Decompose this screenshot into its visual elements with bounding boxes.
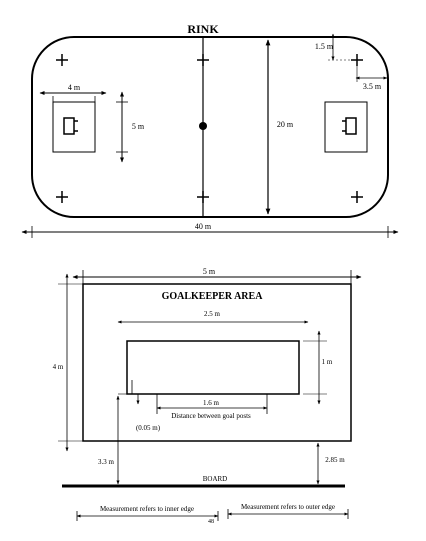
dimension-3-5m-label: 3.5 m (363, 82, 382, 91)
goal-area-inner-rect (126, 340, 300, 395)
small-offset-dimension (131, 380, 140, 405)
inner-edge-note: Measurement refers to inner edge (100, 505, 194, 513)
goal-area-title: GOALKEEPER AREA (162, 291, 264, 302)
goal-area-height-label: 4 m (53, 363, 64, 371)
goal-area-width-dimension (72, 270, 362, 284)
dimension-20m-label: 20 m (277, 120, 294, 129)
goal-area-width-label: 5 m (203, 267, 216, 276)
dimension-1-5m-label: 1.5 m (315, 42, 334, 51)
post-distance-dimension (156, 394, 268, 414)
goal-area-height-dimension (58, 273, 83, 452)
dimension-3-5m (355, 66, 388, 82)
right-goalkeeper-area (324, 101, 368, 153)
inner-width-label: 2.5 m (204, 310, 221, 318)
outer-edge-note: Measurement refers to outer edge (241, 503, 335, 511)
outer-edge-note-arrow (227, 509, 349, 519)
dimension-5m-label: 5 m (132, 122, 145, 131)
left-board-label: 3.3 m (98, 458, 115, 466)
small-offset-label: (0.05 m) (136, 424, 161, 432)
page-number: 48 (208, 519, 214, 525)
rink-title: RINK (187, 22, 219, 36)
dimension-4m-label: 4 m (68, 83, 81, 92)
faceoff-cross (56, 54, 363, 203)
inner-height-label: 1 m (322, 358, 333, 366)
left-goalkeeper-area (52, 101, 96, 153)
dimension-1-5m (328, 33, 352, 61)
center-spot (199, 122, 207, 130)
dimension-4m (39, 91, 107, 102)
dimension-40m-label: 40 m (195, 222, 212, 231)
dimension-5m (116, 91, 128, 163)
goal-area-outer-rect (82, 283, 352, 442)
left-board-dimension (116, 393, 127, 485)
dimension-40m (21, 226, 399, 238)
post-distance-value: 1.6 m (203, 399, 220, 407)
inner-edge-note-arrow (76, 511, 219, 521)
inner-height-dimension (303, 330, 327, 405)
rink-outline (31, 36, 389, 218)
right-board-label: 2.85 m (325, 456, 345, 464)
post-distance-label: Distance between goal posts (171, 412, 251, 420)
board-label: BOARD (203, 475, 228, 483)
